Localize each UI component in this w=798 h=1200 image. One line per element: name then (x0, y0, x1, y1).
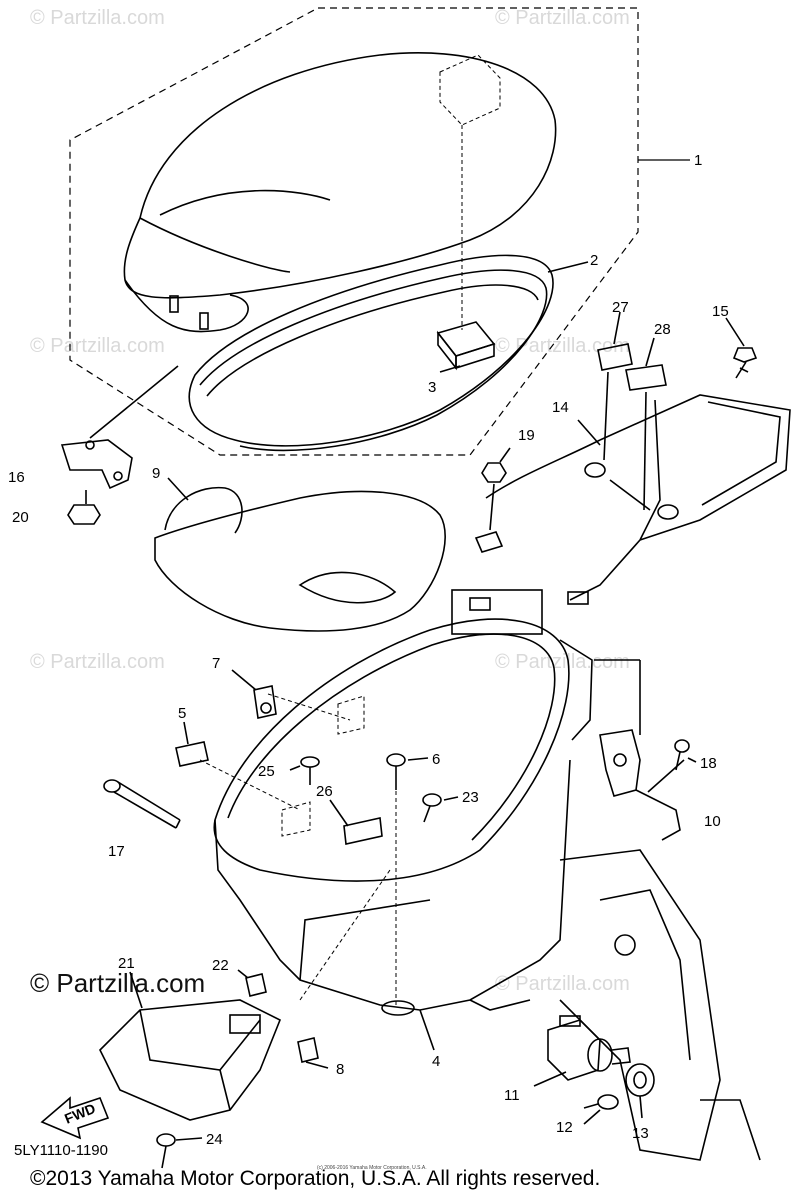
callout-24: 24 (206, 1131, 223, 1148)
caution-label (597, 311, 633, 461)
callout-3: 3 (428, 379, 436, 396)
seat-lock-cylinder (533, 1015, 631, 1087)
watermark-text: © Partzilla.com (495, 973, 630, 995)
clip-nut-small (237, 969, 267, 997)
screw (422, 793, 459, 823)
carrier-bolt (725, 317, 758, 379)
callout-27: 27 (612, 299, 629, 316)
front-lid-panel (99, 971, 282, 1121)
callout-25: 25 (258, 763, 275, 780)
callout-7: 7 (212, 655, 220, 672)
storage-label (329, 799, 383, 845)
storage-mat (154, 477, 446, 632)
callout-2: 2 (590, 252, 598, 269)
copyright-notice: ©2013 Yamaha Motor Corporation, U.S.A. A… (30, 1167, 601, 1190)
callout-10: 10 (704, 813, 721, 830)
callout-8: 8 (336, 1061, 344, 1078)
callout-21: 21 (118, 955, 135, 972)
frame-body-section (559, 849, 761, 1161)
callout-23: 23 (462, 789, 479, 806)
watermark-layer: © Partzilla.com © Partzilla.com © Partzi… (30, 7, 630, 998)
luggage-carrier-frame (485, 394, 791, 605)
long-bolt (103, 779, 181, 829)
callout-26: 26 (316, 783, 333, 800)
seat-assembly-outline (69, 7, 690, 456)
storage-box (213, 589, 593, 1051)
seat-damper (436, 321, 496, 373)
seat (123, 52, 557, 333)
u-nut (297, 1037, 329, 1069)
seat-latch-hidden (439, 54, 501, 330)
warning-label (625, 337, 667, 511)
callout-18: 18 (700, 755, 717, 772)
damper-pad (175, 721, 209, 767)
watermark-text: © Partzilla.com (495, 651, 630, 673)
callout-20: 20 (12, 509, 29, 526)
watermark-text-emphasized: © Partzilla.com (30, 968, 205, 998)
watermark-text: © Partzilla.com (30, 335, 165, 357)
seat-hinge-bracket (60, 365, 179, 490)
callout-9: 9 (152, 465, 160, 482)
callout-6: 6 (432, 751, 440, 768)
callout-16: 16 (8, 469, 25, 486)
watermark-text: © Partzilla.com (30, 651, 165, 673)
panel-screw (156, 1133, 203, 1169)
carrier-nut (474, 447, 511, 553)
callout-19: 19 (518, 427, 535, 444)
callout-5: 5 (178, 705, 186, 722)
forward-direction-arrow: FWD (40, 1096, 110, 1140)
alignment-lines (199, 693, 397, 1005)
flange-nut (67, 490, 101, 525)
seat-base-rim (188, 254, 589, 452)
clip-nut (231, 669, 277, 719)
callout-4: 4 (432, 1053, 440, 1070)
callout-13: 13 (632, 1125, 649, 1142)
flange-bolt (386, 753, 429, 790)
lock-cover-ring (625, 1063, 655, 1119)
callout-15: 15 (712, 303, 729, 320)
callout-12: 12 (556, 1119, 573, 1136)
callout-14: 14 (552, 399, 569, 416)
lock-screw (583, 1094, 619, 1125)
callout-28: 28 (654, 321, 671, 338)
callout-1: 1 (694, 152, 702, 169)
watermark-text: © Partzilla.com (495, 7, 630, 29)
diagram-reference-code: 5LY1110-1190 (14, 1142, 108, 1159)
fine-print: (c) 2006-2016 Yamaha Motor Corporation, … (317, 1165, 427, 1171)
callout-17: 17 (108, 843, 125, 860)
callout-11: 11 (504, 1087, 520, 1104)
watermark-text: © Partzilla.com (495, 335, 630, 357)
watermark-text: © Partzilla.com (30, 7, 165, 29)
tapping-screw (289, 756, 320, 785)
seat-lock-latch (594, 659, 685, 841)
callout-22: 22 (212, 957, 229, 974)
callout-numbers: 1 2 3 4 5 6 7 8 9 10 11 12 13 14 15 16 1… (8, 152, 729, 1148)
